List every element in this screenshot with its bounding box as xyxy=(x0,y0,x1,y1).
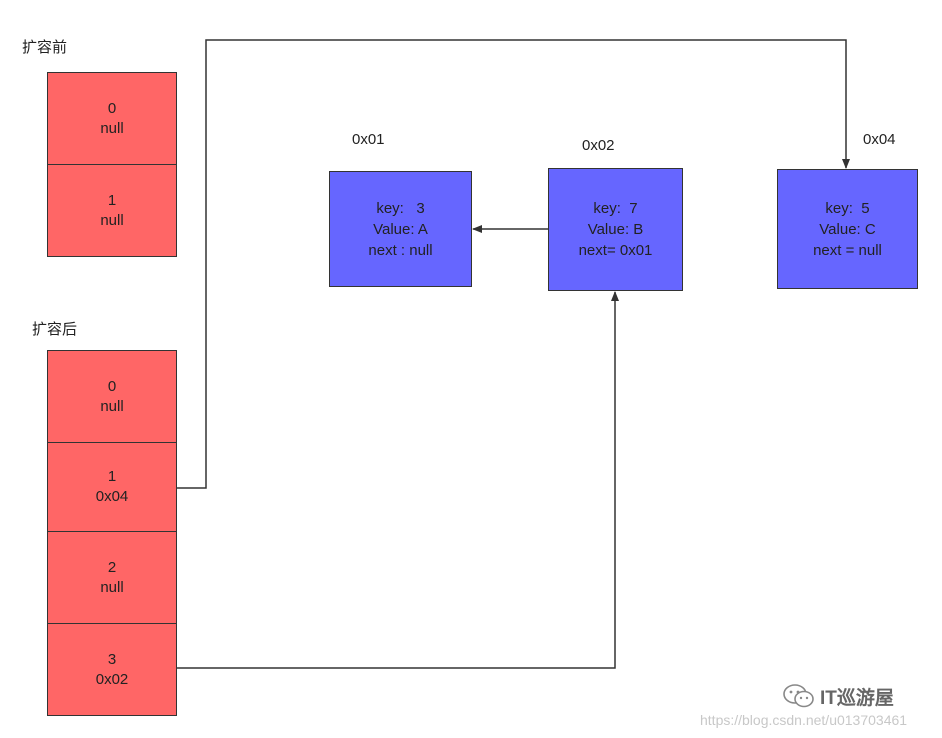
watermark-url: https://blog.csdn.net/u013703461 xyxy=(700,712,908,728)
watermark-brand: IT巡游屋 xyxy=(820,688,894,709)
bucket-index: 1 xyxy=(107,468,117,485)
after-bucket-2: 2 null xyxy=(47,531,177,624)
after-bucket-0: 0 null xyxy=(47,350,177,443)
node-next: next= 0x01 xyxy=(578,242,653,259)
bucket1-to-node-0x04-arrow xyxy=(177,39,850,489)
node-0x02-address: 0x02 xyxy=(582,137,615,154)
node-key: key: 5 xyxy=(825,199,870,217)
node-0x01-address: 0x01 xyxy=(352,131,385,148)
bucket-index: 2 xyxy=(107,558,117,576)
node-0x04: key: 5 Value: C next = null xyxy=(777,169,918,289)
bucket-index: 1 xyxy=(107,191,117,209)
node-key: key: 3 xyxy=(376,199,425,217)
bucket-value: null xyxy=(100,211,124,229)
node-next: next : null xyxy=(368,241,433,259)
node-value: Value: C xyxy=(819,220,876,238)
bucket-value: 0x02 xyxy=(95,670,129,688)
before-bucket-1: 1 null xyxy=(47,164,177,257)
wechat-icon xyxy=(783,684,814,708)
bucket-value: null xyxy=(100,578,124,596)
node-value: Value: A xyxy=(373,220,428,238)
node-0x02: key: 7 Value: B next= 0x01 xyxy=(548,168,683,291)
bucket-index: 0 xyxy=(107,99,117,117)
bucket-value: 0x04 xyxy=(95,488,129,505)
node-key: key: 7 xyxy=(593,200,638,217)
bucket-index: 0 xyxy=(107,377,117,395)
bucket-value: null xyxy=(100,119,124,137)
bucket-index: 3 xyxy=(107,650,117,668)
after-title: 扩容后 xyxy=(32,321,78,338)
before-title: 扩容前 xyxy=(22,39,68,56)
node-next: next = null xyxy=(813,241,882,259)
node-0x04-address: 0x04 xyxy=(863,131,896,148)
node-value: Value: B xyxy=(587,221,644,238)
node-0x01: key: 3 Value: A next : null xyxy=(329,171,472,287)
before-bucket-0: 0 null xyxy=(47,72,177,165)
bucket-value: null xyxy=(100,397,124,415)
after-bucket-3: 3 0x02 xyxy=(47,623,177,716)
bucket3-to-node-0x02-arrow xyxy=(177,291,619,669)
